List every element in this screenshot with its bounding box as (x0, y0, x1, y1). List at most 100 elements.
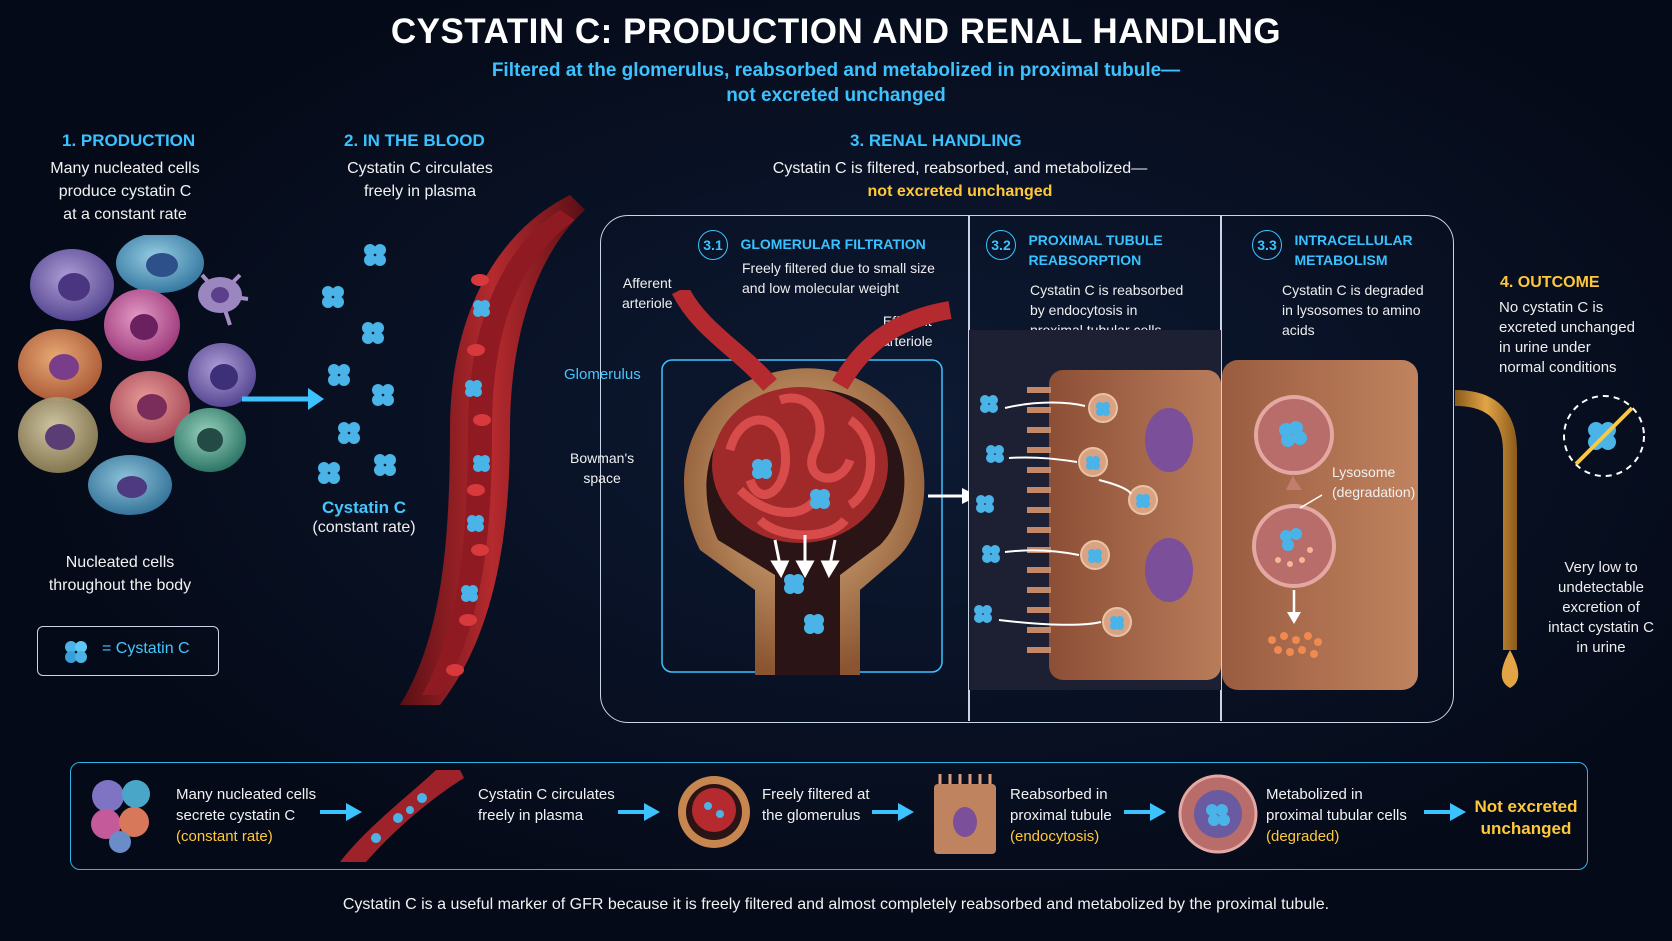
proximal-text-line: Cystatin C is reabsorbed (1030, 282, 1184, 298)
glomerular-text-line: Freely filtered due to small size (742, 260, 935, 276)
step-number-badge: 3.1 (698, 230, 728, 260)
nucleated-cells-illustration (18, 235, 256, 515)
title-line: INTRACELLULAR (1294, 232, 1413, 248)
urine-tube-illustration (1455, 390, 1519, 688)
blood-text-line: freely in plasma (363, 183, 477, 200)
blood-text-line: Cystatin C circulates (347, 160, 493, 177)
metabolism-text-line: acids (1282, 322, 1315, 338)
afferent-arteriole-label: Afferent arteriole (622, 273, 673, 313)
subtitle-line-2: not excreted unchanged (726, 85, 946, 106)
flow-line: proximal tubule (1010, 807, 1112, 824)
blood-text: Cystatin C circulates freely in plasma (320, 157, 520, 203)
renal-text: Cystatin C is filtered, reabsorbed, and … (700, 157, 1220, 203)
glomerular-filtration-title: GLOMERULAR FILTRATION (740, 236, 926, 253)
proximal-reabsorption-title: PROXIMAL TUBULE REABSORPTION (1028, 230, 1162, 270)
glomerular-filtration-text: Freely filtered due to small size and lo… (742, 258, 935, 298)
flow-final-text: Not excreted unchanged (1466, 796, 1586, 840)
production-text-line: Many nucleated cells (50, 160, 200, 177)
intracellular-metabolism-title: INTRACELLULAR METABOLISM (1294, 230, 1412, 270)
label-line: (degradation) (1332, 484, 1416, 500)
flow-highlight: (constant rate) (176, 828, 273, 845)
production-caption-line: Nucleated cells (65, 554, 175, 571)
production-text-line: at a constant rate (63, 206, 187, 223)
label-line: Lysosome (1332, 464, 1396, 480)
step-number-badge: 3.3 (1252, 230, 1282, 260)
renal-handling-panel (600, 215, 1454, 723)
title-line: REABSORPTION (1028, 252, 1142, 268)
intracellular-metabolism-header: 3.3 INTRACELLULAR METABOLISM (1252, 230, 1413, 270)
free-cystatin-c-molecules (318, 244, 396, 484)
flow-final-line: Not excreted (1474, 797, 1578, 816)
flow-arrow-icon (1124, 803, 1166, 821)
outcome-caption-line: excretion of (1562, 599, 1640, 616)
glomerulus-illustration (661, 290, 952, 675)
flow-line: Reabsorbed in (1010, 786, 1108, 803)
outcome-caption-line: Very low to (1564, 559, 1638, 576)
flow-arrow-icon (320, 803, 362, 821)
flow-line: secrete cystatin C (176, 807, 296, 824)
blood-label-sub: (constant rate) (312, 519, 416, 536)
flow-highlight: (endocytosis) (1010, 828, 1100, 845)
no-cystatin-c-icon (1563, 395, 1645, 477)
flow-final-line: unchanged (1480, 819, 1572, 838)
outcome-caption-line: undetectable (1558, 579, 1644, 596)
flow-step-5-text: Metabolized in proximal tubular cells (d… (1266, 784, 1407, 847)
flow-line: Metabolized in (1266, 786, 1363, 803)
flow-line: Cystatin C circulates (478, 786, 615, 803)
flow-line: Freely filtered at (762, 786, 870, 803)
lysosome-thumbnail-icon (1178, 774, 1258, 854)
step-number-badge: 3.2 (986, 230, 1016, 260)
glomerular-filtration-header: 3.1 GLOMERULAR FILTRATION (698, 230, 926, 260)
proximal-reabsorption-header: 3.2 PROXIMAL TUBULE REABSORPTION (986, 230, 1163, 270)
summary-flow-box (70, 762, 1588, 870)
label-line: arteriole (622, 295, 673, 311)
blood-label: Cystatin C (constant rate) (294, 498, 434, 538)
production-title: 1. PRODUCTION (62, 131, 196, 150)
subtitle-line-1: Filtered at the glomerulus, reabsorbed a… (491, 60, 1181, 81)
flow-line: Many nucleated cells (176, 786, 317, 803)
lysosome-illustration (1222, 360, 1418, 690)
footer-note: Cystatin C is a useful marker of GFR bec… (342, 896, 1330, 913)
vessel-thumbnail-icon (340, 770, 464, 862)
panel-divider (968, 215, 970, 721)
legend-box: = Cystatin C (37, 626, 219, 676)
flow-step-1-text: Many nucleated cells secrete cystatin C … (176, 784, 316, 847)
tubule-cell-thumbnail-icon (934, 774, 996, 854)
glomerulus-label: Glomerulus (564, 366, 641, 383)
legend-label: = Cystatin C (102, 640, 190, 657)
label-line: Bowman's (570, 450, 635, 466)
blood-vessel-illustration (400, 195, 585, 705)
blood-title: 2. IN THE BLOOD (344, 131, 485, 150)
outcome-text-line: No cystatin C is (1499, 299, 1604, 316)
bowmans-space-label: Bowman's space (570, 448, 634, 488)
outcome-title: 4. OUTCOME (1500, 274, 1600, 291)
renal-title: 3. RENAL HANDLING (850, 131, 1022, 150)
flow-line: freely in plasma (478, 807, 584, 824)
proximal-tubule-cells-illustration (969, 330, 1221, 690)
blood-label-title: Cystatin C (321, 498, 407, 517)
page-title: CYSTATIN C: PRODUCTION AND RENAL HANDLIN… (390, 12, 1282, 51)
metabolism-text-line: in lysosomes to amino (1282, 302, 1421, 318)
outcome-caption-line: intact cystatin C (1548, 619, 1654, 636)
production-caption: Nucleated cells throughout the body (20, 551, 220, 597)
title-line: PROXIMAL TUBULE (1028, 232, 1163, 248)
renal-text-highlight: not excreted unchanged (867, 183, 1053, 200)
flow-step-4-text: Reabsorbed in proximal tubule (endocytos… (1010, 784, 1112, 847)
outcome-text-line: in urine under (1499, 339, 1591, 356)
flow-arrow-icon (872, 803, 914, 821)
subtitle: Filtered at the glomerulus, reabsorbed a… (0, 58, 1672, 108)
production-text: Many nucleated cells produce cystatin C … (20, 157, 230, 226)
outcome-text-line: normal conditions (1499, 359, 1617, 376)
label-line: space (583, 470, 621, 486)
flow-arrow-icon (618, 803, 660, 821)
intracellular-metabolism-text: Cystatin C is degraded in lysosomes to a… (1282, 280, 1424, 340)
flow-line: the glomerulus (762, 807, 861, 824)
label-line: Afferent (622, 275, 672, 291)
flow-step-3-text: Freely filtered at the glomerulus (762, 784, 870, 826)
lysosome-label: Lysosome (degradation) (1332, 462, 1415, 502)
title-line: METABOLISM (1294, 252, 1388, 268)
outcome-caption: Very low to undetectable excretion of in… (1526, 558, 1672, 658)
cystatin-c-icon (65, 641, 87, 663)
outcome-text-line: excreted unchanged (1499, 319, 1635, 336)
metabolism-text-line: Cystatin C is degraded (1282, 282, 1424, 298)
